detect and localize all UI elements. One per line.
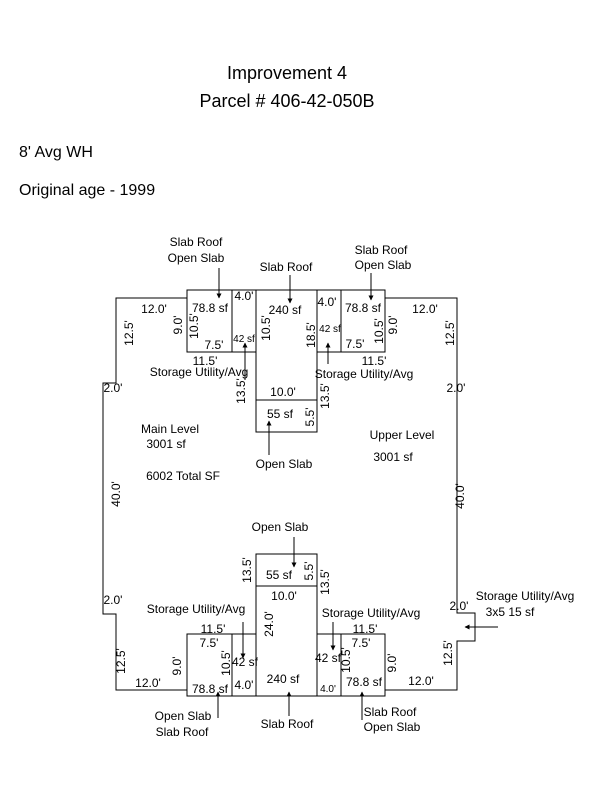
dim-12-0: 12.0' xyxy=(135,676,161,690)
area-240-sf: 240 sf xyxy=(269,303,302,317)
parcel-number: Parcel # 406-42-050B xyxy=(199,91,375,111)
storage-3x5-15-sf: 3x5 15 sf xyxy=(486,605,535,619)
dim-12-5: 12.5' xyxy=(114,648,128,674)
dim-40-0: 40.0' xyxy=(453,483,467,509)
dim-9-0: 9.0' xyxy=(171,316,185,335)
main-level-sf: 3001 sf xyxy=(146,437,186,451)
area-78-8-sf: 78.8 sf xyxy=(192,301,229,315)
dim-13-5: 13.5' xyxy=(240,557,254,583)
dim-7-5: 7.5' xyxy=(205,338,224,352)
label-open-slab: Open Slab xyxy=(168,251,225,265)
dim-18-5: 18.5' xyxy=(304,322,318,348)
label-open-slab: Open Slab xyxy=(355,258,412,272)
label-slab-roof: Slab Roof xyxy=(156,725,209,739)
area-55-sf: 55 sf xyxy=(266,568,293,582)
dim-11-5: 11.5' xyxy=(201,622,226,636)
dim-2-0: 2.0' xyxy=(447,381,466,395)
dim-4-0: 4.0' xyxy=(235,678,254,692)
dim-12-0: 12.0' xyxy=(141,302,167,316)
dim-2-0: 2.0' xyxy=(104,381,123,395)
label-open-slab: Open Slab xyxy=(256,457,313,471)
area-42-sf: 42 sf xyxy=(233,334,255,345)
dim-4-0: 4.0' xyxy=(235,289,254,303)
dim-2-0: 2.0' xyxy=(104,593,123,607)
label-storage-utility-avg: Storage Utility/Avg xyxy=(476,589,575,603)
label-storage-utility-avg: Storage Utility/Avg xyxy=(315,367,414,381)
dim-10-5: 10.5' xyxy=(372,318,386,344)
dim-11-5: 11.5' xyxy=(362,354,387,368)
dim-24-0: 24.0' xyxy=(262,611,276,637)
dim-10-5: 10.5' xyxy=(187,313,201,339)
dim-10-5: 10.5' xyxy=(219,650,233,676)
dim-4-0: 4.0' xyxy=(318,295,337,309)
dim-9-0: 9.0' xyxy=(386,316,400,335)
wall-height-note: 8' Avg WH xyxy=(19,144,93,161)
dim-12-0: 12.0' xyxy=(412,302,438,316)
dim-12-5: 12.5' xyxy=(443,320,457,346)
dim-12-5: 12.5' xyxy=(122,320,136,346)
label-slab-roof: Slab Roof xyxy=(260,260,313,274)
label-open-slab: Open Slab xyxy=(155,709,212,723)
dim-11-5: 11.5' xyxy=(353,622,378,636)
dim-7-5: 7.5' xyxy=(346,337,365,351)
main-outline-path xyxy=(102,297,476,691)
label-open-slab: Open Slab xyxy=(364,720,421,734)
title: Improvement 4 xyxy=(226,63,348,83)
upper-level-name: Upper Level xyxy=(370,428,435,442)
area-42-sf: 42 sf xyxy=(319,324,341,335)
label-slab-roof: Slab Roof xyxy=(355,243,408,257)
main-level-name: Main Level xyxy=(141,422,199,436)
dim-40-0: 40.0' xyxy=(109,481,123,507)
area-42-sf: 42 sf xyxy=(232,655,259,669)
area-42-sf: 42 sf xyxy=(315,651,342,665)
callout-lines xyxy=(215,268,498,720)
dim-10-0: 10.0' xyxy=(271,589,297,603)
total-sf: 6002 Total SF xyxy=(146,469,220,483)
top-center-open-slab-rect xyxy=(255,399,318,433)
dim-12-0: 12.0' xyxy=(408,674,434,688)
building-outline xyxy=(102,289,476,697)
area-78-8-sf: 78.8 sf xyxy=(345,301,382,315)
dim-9-0: 9.0' xyxy=(385,654,399,673)
dim-7-5: 7.5' xyxy=(352,636,371,650)
original-age-note: Original age - 1999 xyxy=(19,182,156,199)
label-slab-roof: Slab Roof xyxy=(170,235,223,249)
dim-9-0: 9.0' xyxy=(170,657,184,676)
dim-4-0: 4.0' xyxy=(320,684,336,695)
dim-13-5: 13.5' xyxy=(318,569,332,595)
top-right-slab-rect xyxy=(340,289,386,353)
label-open-slab: Open Slab xyxy=(252,520,309,534)
dim-13-5: 13.5' xyxy=(318,383,332,409)
label-storage-utility-avg: Storage Utility/Avg xyxy=(147,602,246,616)
area-78-8-sf: 78.8 sf xyxy=(346,675,383,689)
dim-10-5: 10.5' xyxy=(259,315,273,341)
label-slab-roof: Slab Roof xyxy=(364,705,417,719)
area-55-sf: 55 sf xyxy=(267,407,294,421)
dim-11-5: 11.5' xyxy=(193,354,218,368)
dim-10-0: 10.0' xyxy=(270,385,296,399)
label-slab-roof: Slab Roof xyxy=(261,717,314,731)
area-240-sf: 240 sf xyxy=(267,672,300,686)
dim-10-5: 10.5' xyxy=(339,647,353,673)
dim-5-5: 5.5' xyxy=(302,562,316,581)
dim-2-0: 2.0' xyxy=(450,599,469,613)
dim-5-5: 5.5' xyxy=(303,408,317,427)
label-storage-utility-avg: Storage Utility/Avg xyxy=(150,365,249,379)
label-storage-utility-avg: Storage Utility/Avg xyxy=(322,606,421,620)
dim-13-5: 13.5' xyxy=(234,378,248,404)
area-78-8-sf: 78.8 sf xyxy=(192,682,229,696)
bottom-left-storage-rect xyxy=(231,633,257,697)
dim-7-5: 7.5' xyxy=(200,636,219,650)
upper-level-sf: 3001 sf xyxy=(373,450,413,464)
dim-12-5: 12.5' xyxy=(441,640,455,666)
